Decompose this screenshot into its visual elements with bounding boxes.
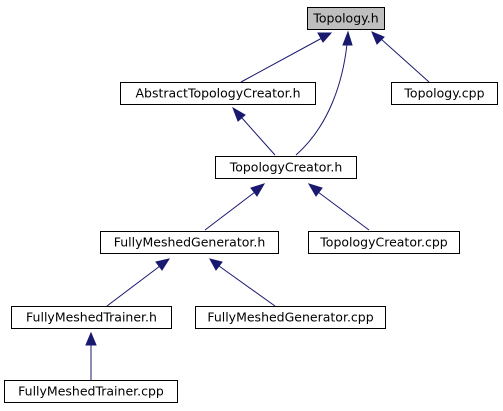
node-topology-creator-h[interactable]: TopologyCreator.h — [215, 156, 357, 179]
edge-topology-cpp-to-topology — [380, 38, 430, 83]
node-label: FullyMeshedTrainer.h — [26, 310, 157, 325]
node-topology-h[interactable]: Topology.h — [307, 7, 385, 30]
node-label: FullyMeshedTrainer.cpp — [18, 384, 164, 399]
edge-generator-cpp-to-generator — [218, 265, 276, 307]
edge-arrow-icon — [232, 106, 246, 122]
edge-arrow-icon — [155, 258, 171, 271]
edge-arrow-icon — [85, 331, 97, 346]
edge-arrow-icon — [209, 258, 223, 271]
node-label: FullyMeshedGenerator.cpp — [207, 310, 373, 325]
edge-generator-to-creator — [204, 191, 256, 231]
node-label: FullyMeshedGenerator.h — [114, 235, 266, 250]
edge-arrow-icon — [371, 31, 385, 45]
edge-arrow-icon — [307, 183, 323, 197]
node-fully-meshed-generator-cpp[interactable]: FullyMeshedGenerator.cpp — [195, 306, 386, 329]
edges — [85, 30, 430, 380]
node-label: Topology.h — [312, 11, 378, 26]
node-abstract-topology-creator-h[interactable]: AbstractTopologyCreator.h — [120, 82, 316, 105]
node-label: TopologyCreator.h — [229, 160, 343, 175]
node-fully-meshed-generator-h[interactable]: FullyMeshedGenerator.h — [100, 231, 279, 254]
node-topology-creator-cpp[interactable]: TopologyCreator.cpp — [308, 231, 460, 254]
node-fully-meshed-trainer-h[interactable]: FullyMeshedTrainer.h — [11, 306, 172, 329]
node-topology-cpp[interactable]: Topology.cpp — [391, 82, 498, 105]
edge-abstract-to-topology — [240, 37, 323, 83]
edge-creator-cpp-to-creator — [317, 191, 370, 231]
node-label: AbstractTopologyCreator.h — [135, 86, 300, 101]
edge-creator-to-topology — [295, 43, 348, 156]
edge-arrow-icon — [250, 183, 266, 197]
edge-creator-to-abstract — [241, 117, 276, 156]
node-label: TopologyCreator.cpp — [319, 235, 447, 250]
edge-arrow-icon — [342, 30, 353, 46]
edge-arrow-icon — [317, 32, 333, 43]
node-label: Topology.cpp — [403, 86, 484, 101]
node-fully-meshed-trainer-cpp[interactable]: FullyMeshedTrainer.cpp — [4, 380, 178, 403]
edge-trainer-to-generator — [106, 265, 161, 307]
